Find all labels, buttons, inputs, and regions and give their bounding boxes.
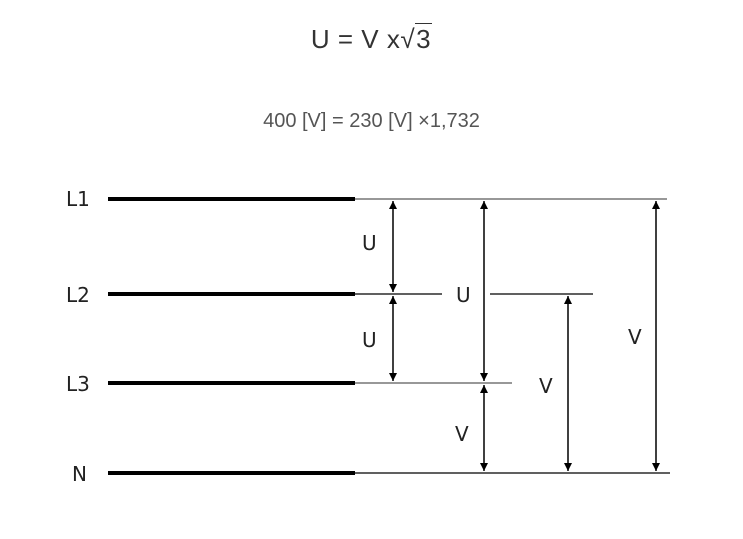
formula-lhs: U = V x	[310, 24, 401, 54]
radicand: 3	[415, 23, 433, 54]
line-label-n: N	[72, 462, 87, 486]
line-label-l1: L1	[66, 187, 90, 211]
square-root: √3	[400, 23, 433, 55]
formula-main: U = V x√3	[0, 23, 743, 55]
label-v-l1-n: V	[628, 325, 642, 349]
label-u-l2-l3: U	[362, 328, 377, 352]
line-label-l2: L2	[66, 283, 90, 307]
label-v-l3-n: V	[455, 422, 469, 446]
formula-example: 400 [V] = 230 [V] ×1,732	[263, 110, 480, 132]
radical-symbol: √	[400, 24, 416, 54]
label-u-l1-l2: U	[362, 231, 377, 255]
line-label-l3: L3	[66, 372, 90, 396]
label-v-l2-n: V	[539, 374, 553, 398]
label-u-l1-l3: U	[456, 283, 471, 307]
